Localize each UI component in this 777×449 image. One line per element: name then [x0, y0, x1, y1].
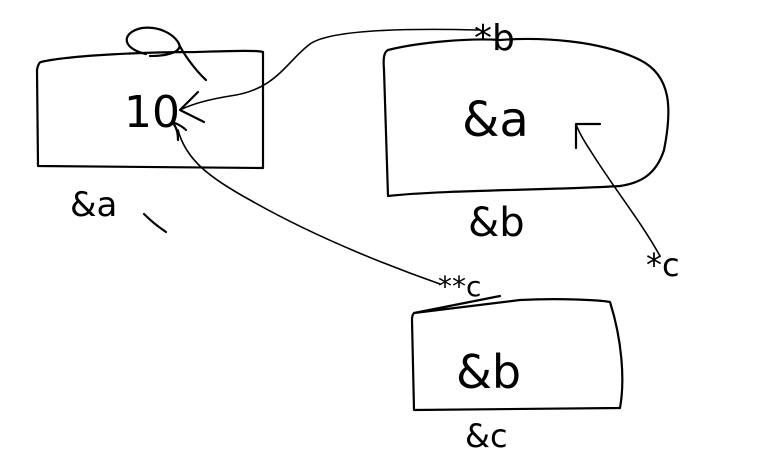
box-b-outline [382, 37, 670, 198]
pointer-b-arrow [179, 28, 479, 111]
box-c-address-label: &c [465, 417, 508, 449]
pointer-c-single: *c [574, 122, 680, 284]
pointer-c-single-arrow [575, 123, 661, 257]
pointer-c-single-label: *c [646, 246, 680, 284]
pointer-b-arrowhead [178, 90, 206, 124]
box-a-value: 10 [124, 87, 180, 138]
pointer-c-double: **c [170, 120, 481, 303]
pointer-b: *b [178, 18, 515, 124]
pointer-c-double-arrow [177, 129, 441, 285]
box-b-address-label: &b [468, 200, 525, 246]
pointer-c-double-arrowhead [170, 120, 188, 142]
box-a-address-label: &a [70, 185, 117, 225]
box-c-value: &b [456, 345, 521, 399]
pointer-c-single-arrowhead [574, 122, 602, 150]
box-c: &b &c [410, 294, 624, 449]
box-a: 10 &a [35, 49, 265, 225]
pointer-b-label: *b [474, 18, 515, 59]
pointer-c-double-label: **c [438, 270, 481, 303]
box-a-outline [35, 49, 265, 170]
box-b-value: &a [462, 92, 529, 148]
box-b: &a &b [382, 37, 670, 246]
box-c-outline [410, 294, 624, 412]
variable-a-name [125, 26, 208, 82]
box-a-label-tail [142, 212, 168, 234]
